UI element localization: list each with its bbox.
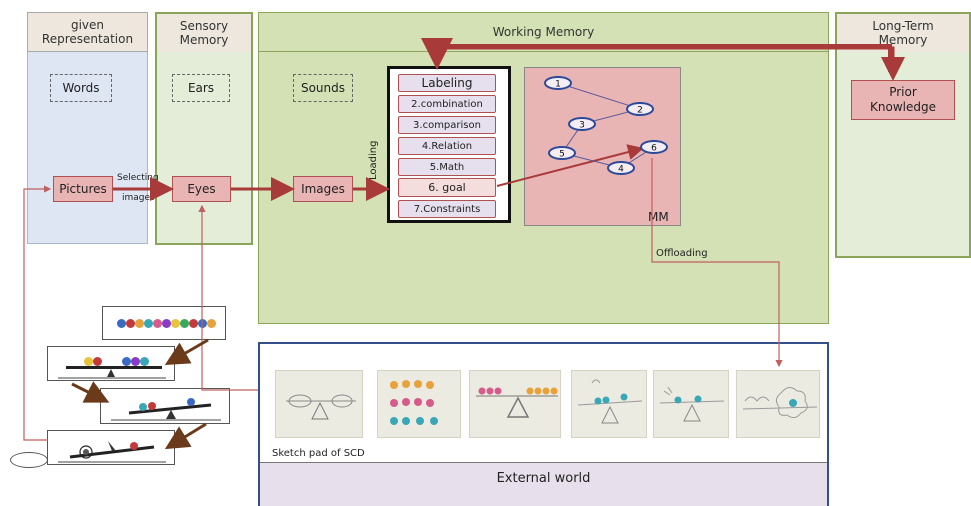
bead bbox=[144, 319, 153, 328]
bead bbox=[162, 319, 171, 328]
balance-panel-2 bbox=[100, 388, 230, 424]
bead bbox=[207, 319, 216, 328]
eyes-box: Eyes bbox=[172, 176, 231, 202]
images-label: images bbox=[122, 193, 155, 203]
mm-node-label: 5 bbox=[559, 150, 565, 160]
offloading-label: Offloading bbox=[656, 248, 708, 259]
ears-box: Ears bbox=[172, 74, 230, 102]
mm-node-label: 1 bbox=[555, 80, 561, 90]
annotation-ellipse bbox=[10, 452, 48, 468]
mm-node-4 bbox=[607, 161, 635, 175]
mm-node-label: 4 bbox=[618, 165, 624, 175]
mental-model-label: MM bbox=[648, 210, 669, 224]
mm-node-6 bbox=[640, 140, 668, 154]
long-term-memory-header: Long-Term Memory bbox=[837, 14, 969, 52]
external-world-label: External world bbox=[496, 471, 591, 486]
working-memory-header: Working Memory bbox=[258, 12, 829, 52]
words-box: Words bbox=[50, 74, 112, 102]
balance-panel-1 bbox=[47, 346, 175, 381]
bead bbox=[171, 319, 180, 328]
bead bbox=[126, 319, 135, 328]
labeling-item-3: 3.comparison bbox=[398, 116, 496, 134]
sketch-photo-2 bbox=[377, 370, 461, 438]
labeling-item-6: 6. goal bbox=[398, 178, 496, 197]
labeling-panel: Labeling 2.combination 3.comparison 4.Re… bbox=[387, 66, 511, 223]
sounds-box: Sounds bbox=[293, 74, 353, 102]
prior-knowledge-box: Prior Knowledge bbox=[851, 80, 955, 120]
given-representation-header: given Representation bbox=[27, 12, 148, 52]
balance-panel-3 bbox=[47, 430, 175, 465]
long-term-memory-column bbox=[835, 12, 971, 258]
bead bbox=[117, 319, 126, 328]
labeling-item-1: Labeling bbox=[398, 74, 496, 92]
mm-node-3 bbox=[568, 117, 596, 131]
bead-row-panel bbox=[102, 306, 226, 340]
sketch-photo-1 bbox=[275, 370, 363, 438]
mm-node-label: 3 bbox=[579, 121, 585, 131]
bead bbox=[180, 319, 189, 328]
images-box: Images bbox=[293, 176, 353, 202]
sensory-memory-header: Sensory Memory bbox=[157, 14, 251, 52]
bead bbox=[135, 319, 144, 328]
mm-node-5 bbox=[548, 146, 576, 160]
sketch-photo-4 bbox=[571, 370, 647, 438]
sketch-photo-3 bbox=[469, 370, 561, 438]
sketch-photo-6 bbox=[736, 370, 820, 438]
pictures-box: Pictures bbox=[53, 176, 113, 202]
mm-node-2 bbox=[626, 102, 654, 116]
sketch-pad-label: Sketch pad of SCD bbox=[272, 448, 365, 459]
labeling-item-2: 2.combination bbox=[398, 95, 496, 113]
bead bbox=[189, 319, 198, 328]
sketch-photo-5 bbox=[653, 370, 729, 438]
labeling-item-5: 5.Math bbox=[398, 158, 496, 176]
mm-node-label: 6 bbox=[651, 144, 657, 154]
external-world-bar bbox=[260, 462, 827, 506]
labeling-item-7: 7.Constraints bbox=[398, 200, 496, 218]
bead bbox=[153, 319, 162, 328]
labeling-item-4: 4.Relation bbox=[398, 137, 496, 155]
selecting-label: Selecting bbox=[117, 173, 159, 183]
mm-node-label: 2 bbox=[637, 106, 643, 116]
mm-node-1 bbox=[544, 76, 572, 90]
